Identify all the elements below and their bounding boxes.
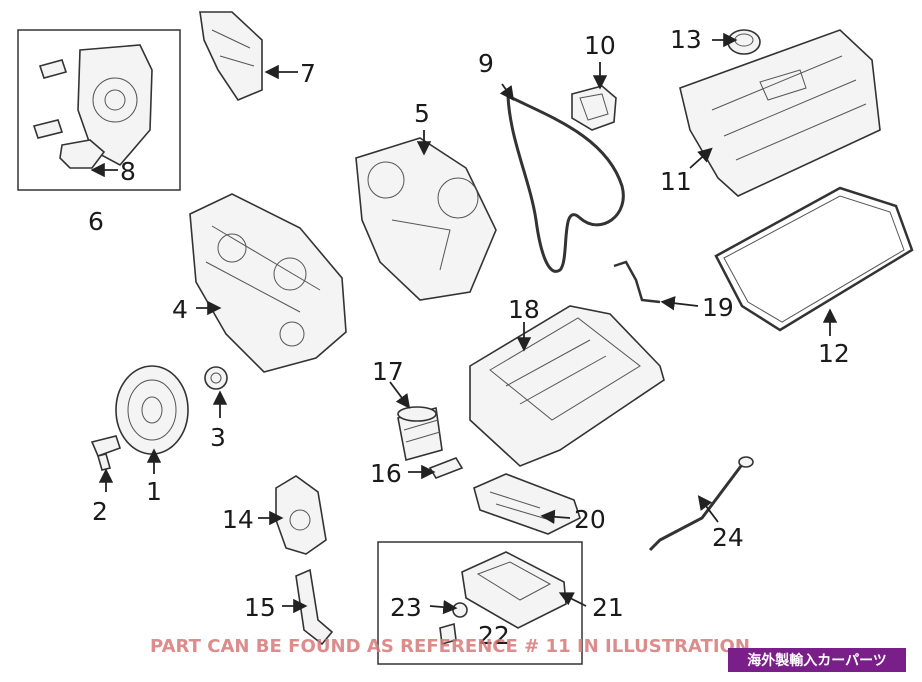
callout-2: 2 xyxy=(92,497,108,526)
oil-cap-part xyxy=(727,29,761,55)
oil-pressure-sensor-part xyxy=(428,457,464,479)
callout-24: 24 xyxy=(712,523,744,552)
callout-10: 10 xyxy=(584,31,616,60)
callout-18: 18 xyxy=(508,295,540,324)
callout-5: 5 xyxy=(414,99,430,128)
bracket-part xyxy=(199,11,263,101)
timing-cover-part xyxy=(355,137,497,301)
oil-filter-part xyxy=(397,406,443,462)
callout-6: 6 xyxy=(88,207,104,236)
front-seal-part xyxy=(204,366,228,390)
reference-watermark: PART CAN BE FOUND AS REFERENCE # 11 IN I… xyxy=(150,636,750,657)
front-cover-part xyxy=(189,193,347,373)
callout-17: 17 xyxy=(372,357,404,386)
oil-pan-part xyxy=(469,305,665,467)
valve-cover-part xyxy=(679,29,881,197)
callout-4: 4 xyxy=(172,295,188,324)
callout-14: 14 xyxy=(222,505,254,534)
oil-cooler-part xyxy=(275,475,327,555)
callout-3: 3 xyxy=(210,423,226,452)
callout-21: 21 xyxy=(592,593,624,622)
pulley-bolt-part xyxy=(90,435,122,471)
dipstick-tube-part xyxy=(613,260,661,304)
timing-chain-part xyxy=(506,93,625,273)
group-frame-6 xyxy=(17,29,181,191)
plug-part xyxy=(439,622,457,646)
callout-1: 1 xyxy=(146,477,162,506)
oil-pan-gasket-part xyxy=(473,473,581,535)
oil-strainer-part xyxy=(295,568,334,646)
gasket-part xyxy=(571,85,617,131)
callout-7: 7 xyxy=(300,59,316,88)
dipstick-part xyxy=(648,456,754,552)
valve-cover-gasket-part xyxy=(714,186,914,332)
leader-arrows xyxy=(90,32,838,615)
callout-15: 15 xyxy=(244,593,276,622)
callout-12: 12 xyxy=(818,339,850,368)
crank-pulley-part xyxy=(115,365,189,455)
callout-16: 16 xyxy=(370,459,402,488)
water-pump-part xyxy=(32,44,153,167)
callout-8: 8 xyxy=(120,157,136,186)
callout-13: 13 xyxy=(670,25,702,54)
shop-badge: 海外製輸入カーパーツ xyxy=(728,648,906,672)
lower-oil-pan-part xyxy=(461,551,567,629)
callout-20: 20 xyxy=(574,505,606,534)
callout-23: 23 xyxy=(390,593,422,622)
callout-11: 11 xyxy=(660,167,692,196)
callout-9: 9 xyxy=(478,49,494,78)
callout-22: 22 xyxy=(478,621,510,650)
callout-19: 19 xyxy=(702,293,734,322)
drain-plug-part xyxy=(452,602,468,618)
